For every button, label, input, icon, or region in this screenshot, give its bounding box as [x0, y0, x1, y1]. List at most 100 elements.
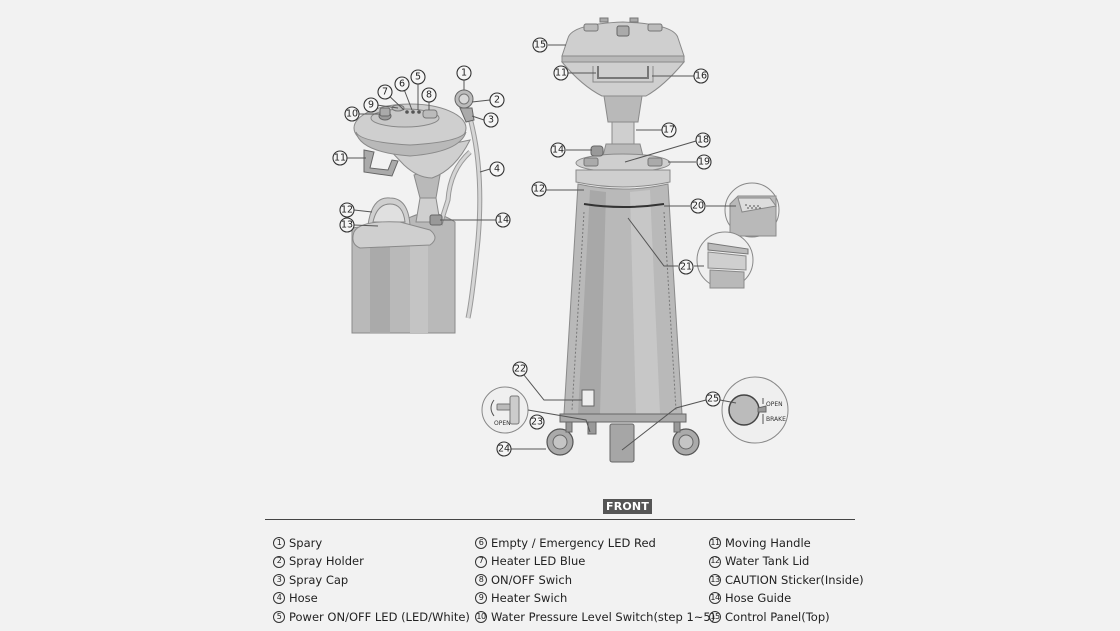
- leader-lines: [347, 44, 737, 451]
- callout-12: 12: [339, 202, 355, 218]
- callout-15: 15: [532, 37, 548, 53]
- svg-text:12: 12: [341, 205, 353, 216]
- callout-19: 19: [696, 154, 712, 170]
- callouts-left-unit: 1 2 3 4 5 6 7 8 9 10 11 12 13 14: [332, 65, 511, 233]
- legend-number: 15: [709, 610, 721, 623]
- callout-9: 9: [363, 97, 379, 113]
- callout-18: 18: [695, 132, 711, 148]
- inset-open-label-right: OPEN: [766, 401, 783, 408]
- legend-number: 13: [709, 574, 721, 587]
- svg-text:24: 24: [498, 444, 510, 455]
- legend-item: 10 Water Pressure Level Switch(step 1~5): [475, 608, 715, 626]
- legend-number: 11: [709, 537, 721, 550]
- legend-number: 3: [273, 574, 285, 587]
- legend-label: Hose: [289, 591, 318, 606]
- svg-text:2: 2: [494, 95, 500, 106]
- legend-label: Water Pressure Level Switch(step 1~5): [491, 609, 716, 624]
- svg-text:7: 7: [382, 87, 388, 98]
- callout-24: 24: [496, 441, 512, 457]
- inset-lid-detail: [696, 231, 754, 289]
- svg-text:13: 13: [341, 220, 353, 231]
- legend-number: 10: [475, 610, 487, 623]
- legend-divider: [265, 519, 855, 520]
- svg-text:4: 4: [494, 164, 500, 175]
- legend-item: 9 Heater Swich: [475, 589, 715, 607]
- callout-20: 20: [690, 198, 706, 214]
- legend-label: Empty / Emergency LED Red: [491, 536, 656, 550]
- svg-text:22: 22: [514, 364, 526, 375]
- legend-label: Hose Guide: [725, 591, 792, 606]
- callout-3: 3: [483, 112, 499, 128]
- callout-21: 21: [678, 259, 694, 275]
- legend-label: Heater LED Blue: [491, 554, 586, 569]
- svg-text:20: 20: [692, 201, 704, 212]
- callout-8: 8: [421, 87, 437, 103]
- legend-number: 12: [709, 555, 721, 568]
- inset-filter-detail: [724, 182, 780, 238]
- callout-6: 6: [394, 76, 410, 92]
- legend-label: Spray Cap: [289, 572, 349, 587]
- left-unit-illustration: [351, 89, 483, 334]
- legend-number: 8: [475, 574, 487, 587]
- section-label-front: FRONT: [603, 499, 653, 514]
- svg-text:11: 11: [555, 68, 567, 79]
- legend-label: Heater Swich: [491, 591, 568, 606]
- svg-text:8: 8: [426, 90, 432, 101]
- legend-item: 5 Power ON/OFF LED (LED/White): [273, 608, 470, 626]
- callouts-right-unit: 15 11 16 17 14 18 19 12 20 21 22 23 24 2…: [496, 37, 721, 457]
- legend-item: 8 ON/OFF Swich: [475, 571, 715, 589]
- callout-2: 2: [489, 92, 505, 108]
- svg-text:6: 6: [399, 79, 405, 90]
- svg-text:16: 16: [695, 71, 707, 82]
- legend-label: Spary: [289, 536, 323, 550]
- legend-number: 9: [475, 592, 487, 605]
- svg-text:1: 1: [461, 68, 467, 79]
- svg-text:14: 14: [552, 145, 564, 156]
- legend-item: 1 Spary: [273, 534, 470, 552]
- legend-number: 14: [709, 592, 721, 605]
- product-diagram: OPEN OPEN BRAKE: [332, 17, 789, 463]
- legend-number: 5: [273, 610, 285, 623]
- callout-10: 10: [344, 106, 360, 122]
- svg-text:18: 18: [697, 135, 709, 146]
- svg-text:5: 5: [415, 72, 421, 83]
- callout-5: 5: [410, 69, 426, 85]
- legend-number: 6: [475, 537, 487, 550]
- legend-label: Water Tank Lid: [725, 554, 810, 569]
- legend-item: 14 Hose Guide: [709, 589, 864, 607]
- legend-label: Control Panel(Top): [725, 609, 830, 624]
- legend-label: Spray Holder: [289, 554, 364, 569]
- svg-text:19: 19: [698, 157, 710, 168]
- svg-text:3: 3: [488, 115, 494, 126]
- legend-number: 1: [273, 537, 285, 550]
- right-unit-illustration: [546, 17, 700, 463]
- svg-text:14: 14: [497, 215, 509, 226]
- legend-item: 12 Water Tank Lid: [709, 552, 864, 570]
- legend-number: 4: [273, 592, 285, 605]
- callout-13: 13: [339, 217, 355, 233]
- svg-text:17: 17: [663, 125, 675, 136]
- legend-number: 2: [273, 555, 285, 568]
- callout-11: 11: [332, 150, 348, 166]
- callout-14: 14: [495, 212, 511, 228]
- callout-7: 7: [377, 84, 393, 100]
- legend-label: Power ON/OFF LED (LED/White): [289, 609, 470, 624]
- svg-text:23: 23: [531, 417, 543, 428]
- callout-25: 25: [705, 391, 721, 407]
- callout-4: 4: [489, 161, 505, 177]
- callout-1: 1: [456, 65, 472, 81]
- callout-14-right: 14: [550, 142, 566, 158]
- legend-label: ON/OFF Swich: [491, 572, 572, 587]
- svg-text:15: 15: [534, 40, 546, 51]
- callout-16: 16: [693, 68, 709, 84]
- svg-text:11: 11: [334, 153, 346, 164]
- legend-item: 6 Empty / Emergency LED Red: [475, 534, 715, 552]
- callout-12-right: 12: [531, 181, 547, 197]
- svg-text:9: 9: [368, 100, 374, 111]
- inset-brake-detail: OPEN BRAKE: [721, 376, 789, 444]
